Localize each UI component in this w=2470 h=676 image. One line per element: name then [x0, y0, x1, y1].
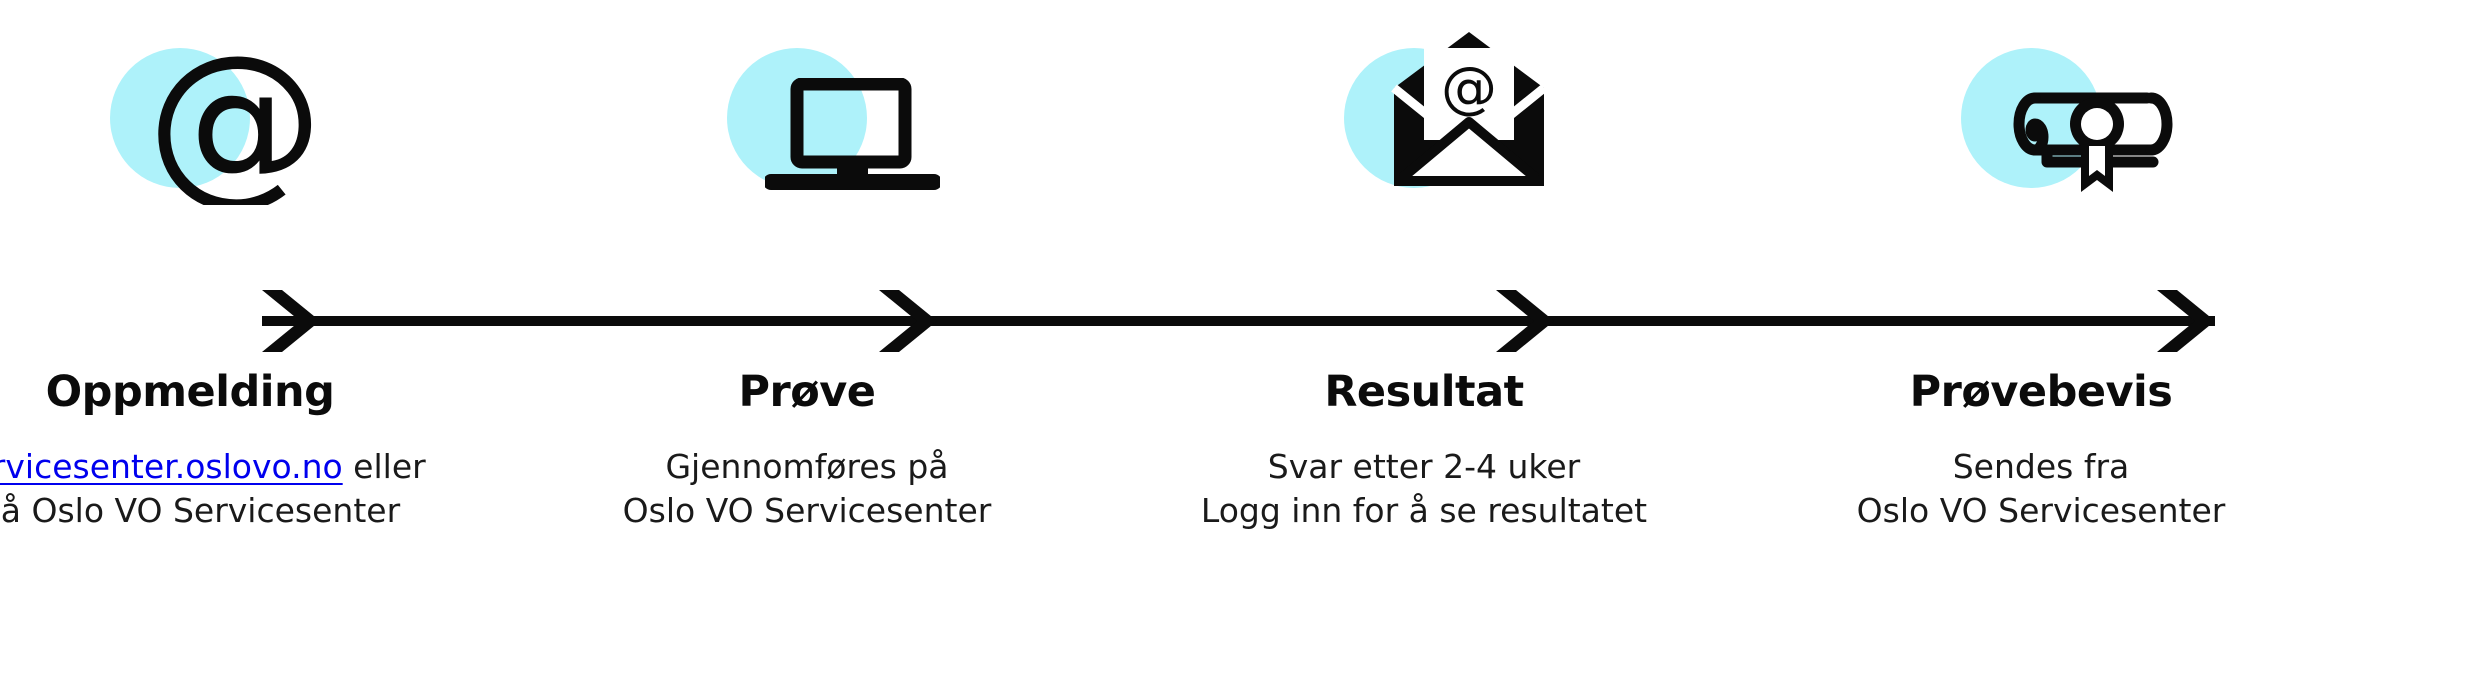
- step-3-icon-group: @: [1234, 0, 1714, 300]
- step-3-title: Resultat: [1324, 367, 1524, 417]
- step-4-caption-line-1: Sendes fra: [1952, 447, 2130, 487]
- step-3-caption-line-1: Svar etter 2-4 uker: [1267, 447, 1581, 487]
- step-1-caption-line-1-rest: eller: [342, 447, 426, 487]
- step-2-caption-line-2: Oslo VO Servicesenter: [622, 490, 992, 530]
- at-sign-icon: @: [150, 30, 340, 210]
- step-2-caption-line-1: Gjennomføres på: [665, 447, 949, 487]
- step-1-caption-line-1: servicesenter.oslovo.no eller: [0, 445, 430, 489]
- step-1-title: Oppmelding: [45, 367, 335, 417]
- step-1-icon-group: @: [0, 0, 480, 300]
- step-2-icon-group: [617, 0, 1097, 300]
- step-1-caption-line-2: på Oslo VO Servicesenter: [0, 490, 401, 530]
- svg-text:@: @: [1441, 55, 1497, 120]
- step-3-caption-line-2: Logg inn for å se resultatet: [1200, 490, 1648, 530]
- step-4-text-group: Prøvebevis Sendes fra Oslo VO Servicesen…: [1801, 367, 2281, 532]
- step-2-text-group: Prøve Gjennomføres på Oslo VO Servicesen…: [567, 367, 1047, 532]
- step-4-caption: Sendes fra Oslo VO Servicesenter: [1801, 445, 2281, 532]
- step-1-caption: servicesenter.oslovo.no eller på Oslo VO…: [0, 445, 430, 532]
- step-4-title: Prøvebevis: [1909, 367, 2173, 417]
- open-envelope-mail-icon: @: [1384, 18, 1574, 198]
- step-1-blob: [110, 48, 250, 188]
- laptop-icon: [765, 48, 955, 228]
- timeline-arrow: [0, 286, 2470, 356]
- diploma-certificate-icon: [2001, 50, 2191, 230]
- step-3-text-group: Resultat Svar etter 2-4 uker Logg inn fo…: [1184, 367, 1664, 532]
- step-2-caption: Gjennomføres på Oslo VO Servicesenter: [567, 445, 1047, 532]
- step-1-text-group: Oppmelding servicesenter.oslovo.no eller…: [0, 367, 430, 532]
- step-3-caption: Svar etter 2-4 uker Logg inn for å se re…: [1184, 445, 1664, 532]
- icon-row: @: [0, 0, 2470, 300]
- svg-text:@: @: [150, 35, 320, 205]
- label-row: Oppmelding servicesenter.oslovo.no eller…: [0, 367, 2470, 670]
- step-4-caption-line-2: Oslo VO Servicesenter: [1856, 490, 2226, 530]
- step-2-title: Prøve: [738, 367, 876, 417]
- servicesenter-link[interactable]: servicesenter.oslovo.no: [0, 447, 343, 487]
- step-4-icon-group: [1851, 0, 2331, 300]
